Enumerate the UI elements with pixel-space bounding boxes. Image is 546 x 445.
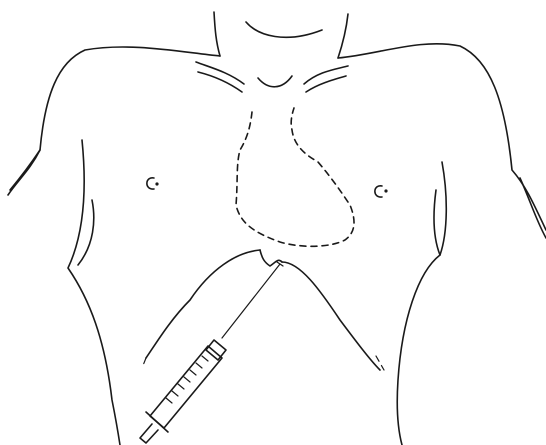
- right-nipple-arc: [375, 186, 382, 197]
- nipples: [147, 178, 388, 197]
- cardiac-silhouette: [236, 108, 354, 246]
- right-nipple-dot: [384, 189, 387, 192]
- right-arm-edge: [520, 178, 546, 238]
- left-costal-margin-tail: [142, 358, 146, 368]
- syringe-needle: [222, 264, 280, 338]
- right-costal-margin: [282, 262, 380, 370]
- suprasternal-notch: [258, 76, 292, 87]
- right-clavicle-upper: [304, 66, 348, 84]
- neck-left-edge: [214, 12, 220, 56]
- syringe-flange: [146, 412, 168, 432]
- right-armpit-fold: [434, 190, 440, 255]
- syringe: [140, 262, 283, 443]
- left-nipple-dot: [155, 182, 158, 185]
- torso-outline: [8, 44, 546, 445]
- left-costal-margin: [146, 250, 260, 358]
- heart-outline-dashed: [236, 108, 354, 246]
- left-arm-edge: [10, 150, 40, 190]
- left-clavicle-lower: [198, 72, 242, 92]
- neck: [214, 12, 348, 58]
- costal-margins: [142, 250, 384, 370]
- left-shoulder-line: [8, 47, 220, 195]
- syringe-plunger: [140, 424, 158, 443]
- neck-skin-fold: [246, 22, 322, 37]
- syringe-hub: [206, 340, 226, 360]
- clavicles: [196, 62, 348, 92]
- right-shoulder-line: [338, 44, 546, 230]
- syringe-graduations: [166, 356, 208, 403]
- left-armpit-fold: [78, 200, 94, 265]
- neck-right-edge: [338, 14, 348, 58]
- syringe-barrel: [150, 346, 222, 428]
- right-flank-line: [397, 162, 446, 445]
- left-flank-line: [68, 140, 120, 445]
- left-nipple-arc: [147, 178, 154, 189]
